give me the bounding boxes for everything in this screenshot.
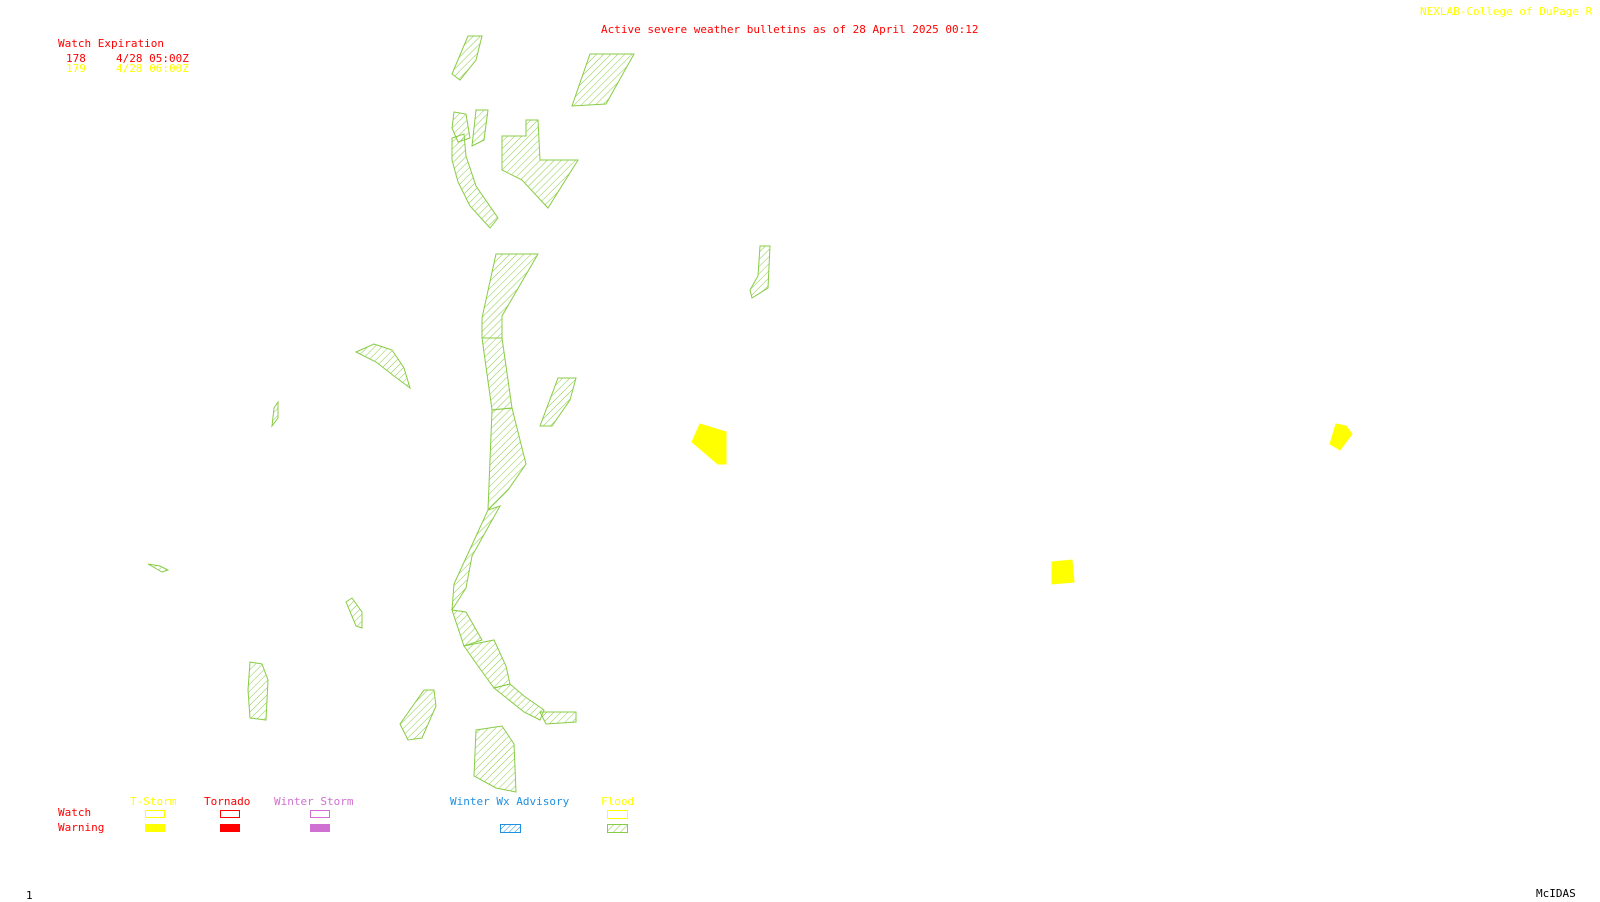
flood-warning-polygon (451, 609, 483, 647)
flood-warning-polygon (539, 377, 577, 427)
tstorm-warning-polygon (691, 423, 727, 465)
software-label: McIDAS (1536, 887, 1576, 900)
bulletin-title: Active severe weather bulletins as of 28… (601, 23, 979, 36)
flood-warning-polygon (471, 109, 489, 147)
legend-label-tstorm: T-Storm (130, 795, 177, 808)
flood-warning-polygon (473, 725, 517, 793)
flood-warning-polygon (271, 400, 279, 428)
flood-warning-polygon (399, 689, 437, 741)
flood-warning-polygon (147, 563, 170, 573)
flood-warning-polygon (539, 711, 577, 725)
watch-expiry-time: 4/28 05:00Z (116, 52, 189, 65)
legend-label-winter-wx-advisory: Winter Wx Advisory (450, 795, 570, 808)
flood-warning-polygon (463, 639, 511, 689)
tstorm-warning-polygons (691, 423, 1353, 585)
flood-warning-polygon (749, 245, 771, 299)
legend-row-watch: Watch (58, 806, 92, 819)
legend-swatch-winter-storm-watch (310, 810, 330, 818)
watch-expiry-time: 4/28 06:00Z (116, 62, 189, 75)
legend-swatch-tornado-watch (220, 810, 240, 818)
watch-expiration-heading: Watch Expiration (58, 37, 164, 50)
legend-swatch-tstorm-watch (145, 810, 165, 818)
legend-label-flood: Flood (601, 795, 635, 808)
frame-number: 1 (26, 889, 33, 902)
flood-warning-polygon (247, 661, 269, 721)
legend-label-winter-storm: Winter Storm (274, 795, 354, 808)
source-credit: NEXLAB-College of DuPage R (1420, 5, 1593, 18)
watch-number: 178 (66, 52, 86, 65)
tstorm-warning-polygon (1329, 423, 1353, 451)
flood-warning-polygons (147, 35, 771, 793)
flood-warning-polygon (481, 337, 513, 411)
flood-warning-polygon (492, 683, 545, 721)
tstorm-warning-polygon (1051, 559, 1075, 585)
flood-warning-polygon (451, 35, 483, 81)
legend-swatch-tstorm-warning (145, 824, 165, 832)
watch-number: 179 (66, 62, 86, 75)
flood-warning-polygon (451, 133, 499, 229)
flood-warning-polygon (487, 407, 527, 512)
flood-warning-polygon (354, 343, 411, 390)
legend-swatch-winter-storm-warning (310, 824, 330, 832)
flood-warning-polygon (451, 505, 502, 611)
legend-swatch-flood-warning (607, 824, 628, 833)
flood-warning-polygon (345, 597, 363, 629)
legend-swatch-tornado-warning (220, 824, 240, 832)
flood-warning-polygon (571, 53, 635, 107)
flood-warning-polygon (481, 253, 539, 339)
legend-swatch-flood-watch (607, 810, 628, 819)
flood-warning-polygon (501, 119, 579, 209)
legend-label-tornado: Tornado (204, 795, 251, 808)
legend-swatch-winter-wx-advisory (500, 824, 521, 833)
legend-row-warning: Warning (58, 821, 105, 834)
